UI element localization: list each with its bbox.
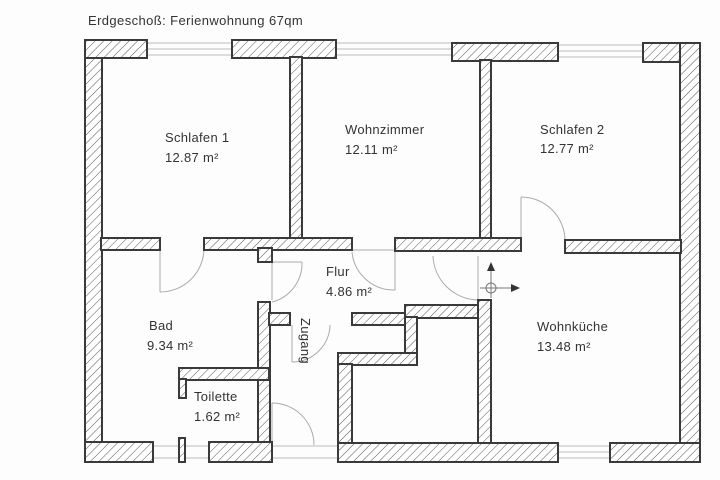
door-bad	[159, 249, 205, 293]
walls	[84, 39, 701, 463]
room-area-schlafen1: 12.87 m²	[165, 150, 219, 165]
room-name-toilette: Toilette	[194, 389, 238, 404]
room-area-wohnkueche: 13.48 m²	[537, 339, 591, 354]
room-area-toilette: 1.62 m²	[194, 409, 241, 424]
room-name-flur: Flur	[326, 264, 350, 279]
door-wohnkueche	[432, 255, 479, 301]
door-schlafen2	[520, 196, 566, 241]
plan-title: Erdgeschoß: Ferienwohnung 67qm	[88, 13, 303, 28]
door-wohnzimmer	[351, 249, 396, 291]
room-name-schlafen1: Schlafen 1	[165, 130, 229, 145]
room-name-wohnkueche: Wohnküche	[537, 319, 608, 334]
door-zugang	[291, 324, 331, 363]
room-area-bad: 9.34 m²	[147, 338, 194, 353]
room-name-schlafen2: Schlafen 2	[540, 122, 604, 137]
entrance-opening	[271, 445, 339, 459]
entrance-label: Zugang	[298, 318, 313, 364]
room-area-schlafen2: 12.77 m²	[540, 141, 594, 156]
room-name-wohnzimmer: Wohnzimmer	[345, 122, 425, 137]
room-area-flur: 4.86 m²	[326, 284, 373, 299]
room-name-bad: Bad	[149, 318, 173, 333]
north-east-axis-icon	[480, 262, 520, 298]
room-area-wohnzimmer: 12.11 m²	[345, 142, 398, 157]
door-flur-bad	[271, 261, 303, 303]
door-entrance	[271, 402, 315, 446]
doors	[159, 196, 566, 446]
